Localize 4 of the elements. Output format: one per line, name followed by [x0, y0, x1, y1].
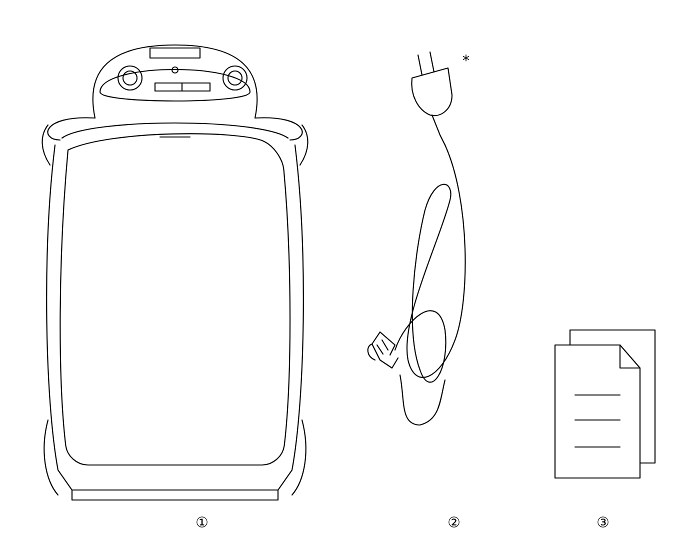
callout-number: ③ [598, 516, 608, 528]
callout-number: ② [448, 516, 460, 528]
callout-number: ① [196, 516, 208, 528]
asterisk-mark: * [462, 54, 470, 62]
